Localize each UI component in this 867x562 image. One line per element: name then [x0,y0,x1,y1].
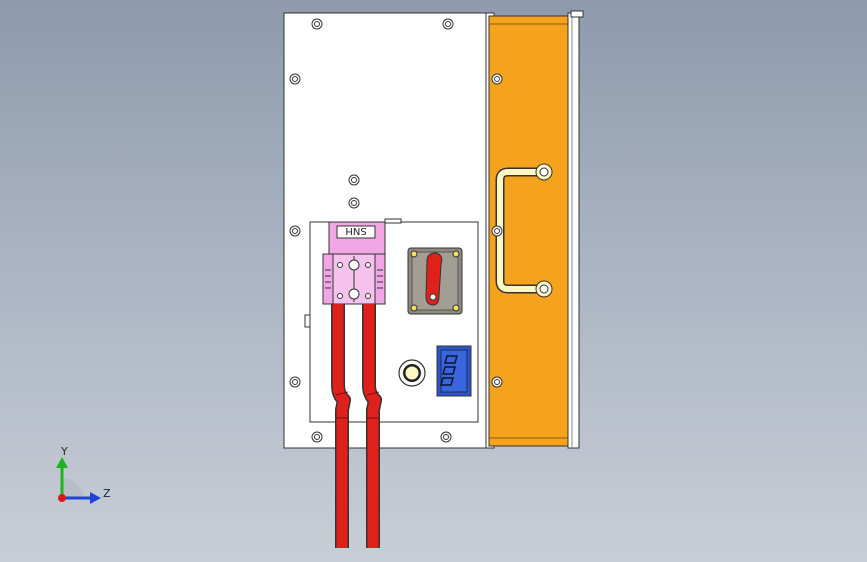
axis-y-label: Y [60,445,68,458]
rotary-switch[interactable] [407,247,463,315]
power-cables [331,304,382,548]
connector-brand-label: SNH [345,225,366,236]
screw-hole-inner [494,76,500,82]
subpanel-tab-top [384,218,402,224]
screw-hole-inner [292,76,298,82]
screw-hole-inner [445,21,451,27]
screw-hole-inner [314,434,320,440]
screw-hole-inner [292,379,298,385]
subpanel-tab-left [304,314,311,328]
screw-hole-inner [494,379,500,385]
screw-hole-inner [494,228,500,234]
screw-hole-inner [351,200,357,206]
indicator-lamp[interactable] [398,359,426,387]
screw-hole-inner [443,434,449,440]
axis-triad-icon: Y Z [56,445,111,504]
screw-hole-inner [314,21,320,27]
screw-hole-inner [292,228,298,234]
digital-display [436,345,472,397]
power-connector: SNH [322,221,386,305]
axis-z-label: Z [103,487,111,500]
switch-lever[interactable] [425,252,443,306]
screw-hole-inner [351,177,357,183]
